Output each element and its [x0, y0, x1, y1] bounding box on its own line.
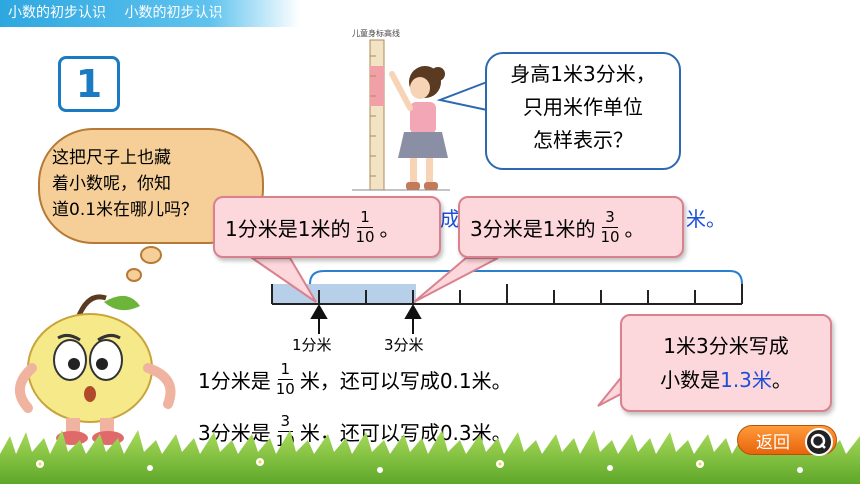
callout1-prefix: 1分米是1米的	[225, 216, 351, 241]
breadcrumb-2: 小数的初步认识	[124, 5, 223, 21]
back-arrow-icon[interactable]	[805, 428, 833, 456]
callout2-prefix: 3分米是1米的	[470, 216, 596, 241]
hidden-text-fragment: 米。	[686, 207, 726, 231]
apple-character-illustration	[15, 294, 176, 445]
speech-bubble-text: 身高1米3分米， 只用米作单位 怎样表示？	[510, 62, 656, 152]
fraction-denominator: 10	[275, 380, 295, 398]
line1-fraction: 1 10	[273, 362, 298, 397]
header-bar: 小数的初步认识 小数的初步认识	[0, 0, 300, 27]
thought-dot	[126, 268, 142, 282]
thought-bubble-text: 这把尺子上也藏 着小数呢，你知 道0.1米在哪儿吗？	[52, 148, 199, 220]
callout-3dm: 3分米是1米的 3 10 。	[458, 196, 684, 258]
line1-prefix: 1分米是	[198, 369, 271, 393]
callout-1dm: 1分米是1米的 1 10 。	[213, 196, 441, 258]
callout1-suffix: 。	[379, 216, 400, 241]
speech-tail	[436, 81, 488, 111]
grass-decoration	[0, 430, 860, 484]
fraction-numerator: 1	[277, 362, 294, 380]
callout-1m3dm: 1米3分米写成 小数是1.3米。	[620, 314, 832, 412]
speech-bubble	[485, 52, 681, 170]
hidden-text-fragment: 成	[440, 207, 460, 231]
callout3-line2: 小数是1.3米。	[660, 363, 792, 397]
callout2-fraction: 3 10	[597, 209, 622, 246]
fraction-numerator: 1	[357, 209, 373, 228]
breadcrumb-1: 小数的初步认识	[8, 5, 106, 21]
callout1-tail	[250, 257, 317, 303]
tick-label-3dm: 3分米	[384, 336, 424, 354]
lesson-number-badge: 1	[58, 56, 120, 112]
fraction-denominator: 10	[600, 227, 620, 246]
back-arrow-glyph	[810, 433, 826, 449]
callout3-line1: 1米3分米写成	[663, 334, 789, 358]
callout3-value: 1.3米	[720, 368, 772, 392]
thought-dot	[140, 246, 162, 264]
callout1-fraction: 1 10	[352, 209, 377, 246]
callout3-line2-prefix: 小数是	[660, 368, 721, 392]
girl-measuring-illustration	[352, 39, 450, 191]
height-chart-caption: 儿童身标高线	[352, 29, 400, 38]
statement-line-1: 1分米是 1 10 米，还可以写成0.1米。	[198, 362, 512, 397]
tick-label-1dm: 1分米	[292, 336, 332, 354]
line1-suffix: 米，还可以写成0.1米。	[299, 369, 512, 393]
callout2-suffix: 。	[624, 216, 645, 241]
fraction-numerator: 3	[277, 414, 294, 432]
back-button-label: 返回	[756, 432, 790, 453]
fraction-denominator: 10	[355, 227, 375, 246]
callout2-tail	[413, 257, 499, 303]
fraction-numerator: 3	[602, 209, 618, 228]
callout3-line2-suffix: 。	[771, 368, 792, 392]
